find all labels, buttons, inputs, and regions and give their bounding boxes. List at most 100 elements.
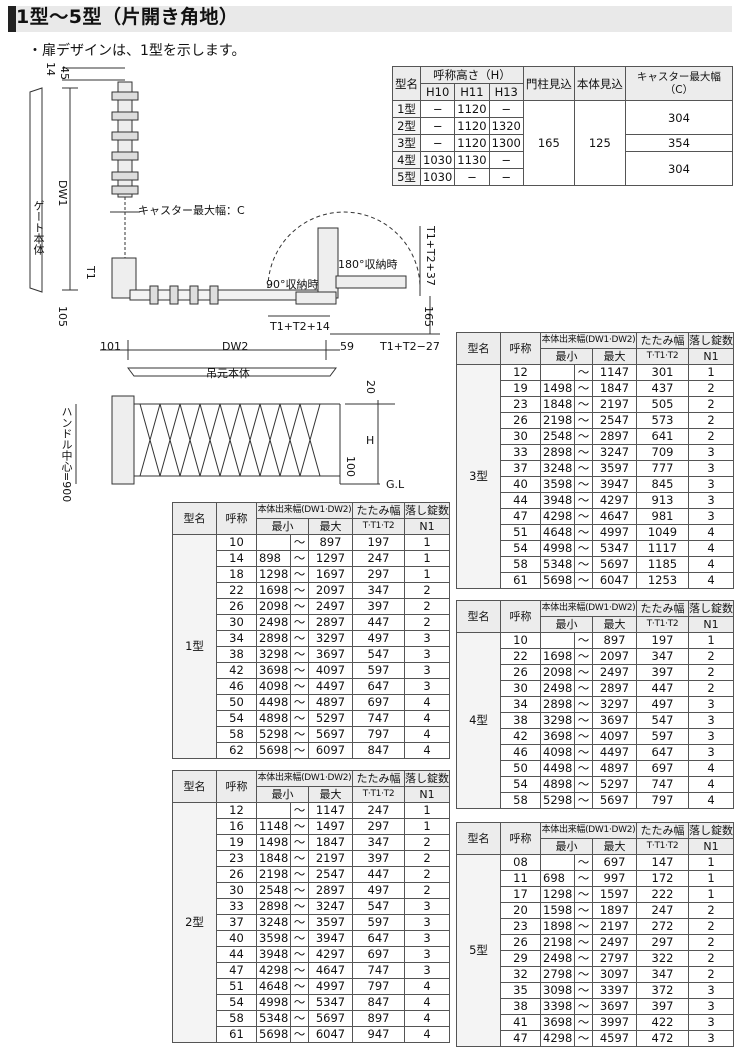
fold-width-cell: 913: [636, 492, 689, 509]
fold-width-cell: 447: [352, 614, 405, 631]
range-separator: 〜: [290, 630, 309, 647]
fold-width-cell: 437: [636, 380, 689, 397]
min-width-cell: 2198: [256, 866, 291, 883]
min-width-cell: 4998: [256, 994, 291, 1011]
header-code: 呼称: [216, 770, 257, 803]
lock-count-cell: 3: [404, 914, 450, 931]
min-width-cell: 2198: [540, 934, 575, 951]
max-width-cell: 2097: [592, 648, 637, 665]
min-width-cell: 3098: [540, 982, 575, 999]
range-separator: 〜: [574, 540, 593, 557]
lock-count-cell: 4: [688, 760, 734, 777]
code-cell: 38: [500, 712, 541, 729]
lock-count-cell: 3: [688, 460, 734, 477]
fold-width-cell: 597: [352, 662, 405, 679]
range-separator: 〜: [574, 982, 593, 999]
design-note: ・扉デザインは、1型を示します。: [28, 43, 246, 59]
h-label: H: [366, 434, 375, 447]
code-cell: 54: [500, 776, 541, 793]
range-separator: 〜: [574, 696, 593, 713]
type-name: 5型: [456, 854, 501, 1047]
min-width-cell: 2198: [540, 412, 575, 429]
max-width-cell: 5697: [592, 792, 637, 809]
header-max: 最大: [592, 838, 637, 855]
dim-100: 100: [344, 456, 357, 477]
max-width-cell: 1597: [592, 886, 637, 903]
code-cell: 50: [500, 760, 541, 777]
header-fold-sub: T·T1·T2: [636, 348, 689, 365]
range-separator: 〜: [574, 792, 593, 809]
fold-width-cell: 247: [636, 902, 689, 919]
max-width-cell: 3997: [592, 1014, 637, 1031]
max-width-cell: 5697: [592, 556, 637, 573]
dim-cell: −: [419, 100, 456, 118]
range-separator: 〜: [574, 760, 593, 777]
header-fold-sub: T·T1·T2: [636, 838, 689, 855]
lock-count-cell: 3: [688, 744, 734, 761]
header-fold-sub: T·T1·T2: [636, 616, 689, 633]
range-separator: 〜: [574, 556, 593, 573]
caster-label: キャスター最大幅：C: [138, 204, 245, 217]
lock-count-cell: 4: [688, 792, 734, 809]
header-type: 型名: [172, 502, 217, 535]
min-width-cell: 2498: [540, 950, 575, 967]
code-cell: 29: [500, 950, 541, 967]
fold-width-cell: 297: [352, 818, 405, 835]
fold-width-cell: 322: [636, 950, 689, 967]
max-width-cell: 2097: [308, 582, 353, 599]
min-width-cell: [540, 854, 575, 871]
header-lock-sub: N1: [404, 786, 450, 803]
range-separator: 〜: [290, 550, 309, 567]
code-cell: 26: [216, 598, 257, 615]
lock-count-cell: 1: [688, 632, 734, 649]
lock-count-cell: 4: [404, 694, 450, 711]
header-lock: 落し錠数: [688, 600, 734, 617]
range-separator: 〜: [290, 694, 309, 711]
max-width-cell: 897: [308, 534, 353, 551]
code-cell: 58: [216, 1010, 257, 1027]
fold-width-cell: 547: [352, 898, 405, 915]
stow-90: [295, 291, 337, 305]
max-width-cell: 1897: [592, 902, 637, 919]
range-separator: 〜: [290, 742, 309, 759]
fold-width-cell: 297: [636, 934, 689, 951]
max-width-cell: 2897: [592, 428, 637, 445]
max-width-cell: 1497: [308, 818, 353, 835]
code-cell: 37: [216, 914, 257, 931]
min-width-cell: 1148: [256, 818, 291, 835]
code-cell: 40: [216, 930, 257, 947]
max-width-cell: 3697: [592, 998, 637, 1015]
fold-width-cell: 747: [636, 776, 689, 793]
dim-cell: −: [419, 134, 456, 152]
lock-count-cell: 3: [688, 1030, 734, 1047]
max-width-cell: 4497: [308, 678, 353, 695]
stow-90-label: 90°収納時: [266, 278, 319, 291]
code-cell: 58: [500, 792, 541, 809]
min-width-cell: 4998: [540, 540, 575, 557]
lock-count-cell: 4: [688, 540, 734, 557]
code-cell: 40: [500, 476, 541, 493]
min-width-cell: 1298: [256, 566, 291, 583]
min-width-cell: 2548: [540, 428, 575, 445]
min-width-cell: [256, 802, 291, 819]
max-width-cell: 4597: [592, 1030, 637, 1047]
fold-width-cell: 641: [636, 428, 689, 445]
min-width-cell: 3598: [540, 476, 575, 493]
min-width-cell: 2498: [256, 614, 291, 631]
range-separator: 〜: [574, 508, 593, 525]
code-cell: 54: [500, 540, 541, 557]
code-cell: 12: [500, 364, 541, 381]
header-width: 本体出来幅(DW1·DW2): [540, 332, 637, 349]
max-width-cell: 4097: [592, 728, 637, 745]
fold-width-cell: 447: [636, 680, 689, 697]
max-width-cell: 697: [592, 854, 637, 871]
